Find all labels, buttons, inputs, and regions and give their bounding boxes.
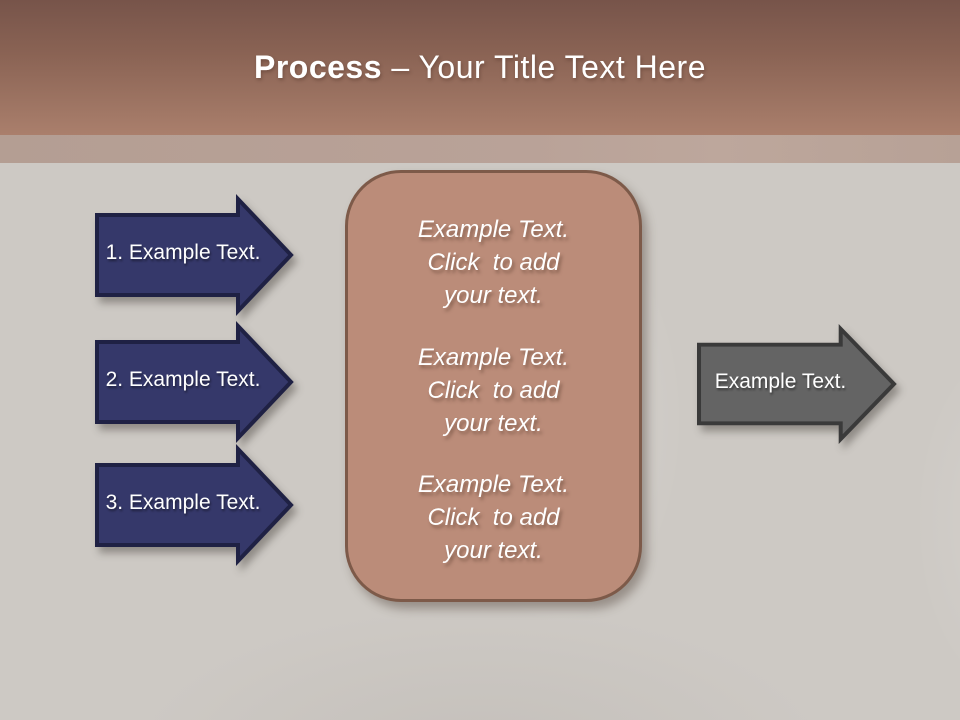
accent-band xyxy=(0,135,960,163)
right-arrow-shape xyxy=(95,443,294,567)
panel-text-block-2[interactable]: Example Text. Click to add your text. xyxy=(417,343,570,437)
slide-title[interactable]: Process – Your Title Text Here xyxy=(254,49,706,86)
output-arrow[interactable]: Example Text. xyxy=(697,323,898,445)
right-arrow-shape xyxy=(697,323,897,445)
step-arrow-2-label: 2. Example Text. xyxy=(105,368,261,391)
step-arrow-1[interactable]: 1. Example Text. xyxy=(95,193,295,317)
right-arrow-shape xyxy=(95,320,294,444)
panel-text-block-3[interactable]: Example Text. Click to add your text. xyxy=(417,470,570,564)
step-arrow-3[interactable]: 3. Example Text. xyxy=(95,443,295,567)
panel-text-block-1[interactable]: Example Text. Click to add your text. xyxy=(417,216,570,310)
right-arrow-shape xyxy=(95,193,294,317)
text-panel[interactable]: Example Text. Click to add your text. Ex… xyxy=(345,170,642,602)
step-arrow-3-label: 3. Example Text. xyxy=(105,491,261,514)
step-arrow-1-label: 1. Example Text. xyxy=(105,241,261,264)
title-bar: Process – Your Title Text Here xyxy=(0,0,960,135)
step-arrow-2[interactable]: 2. Example Text. xyxy=(95,320,295,444)
slide-title-keyword: Process xyxy=(253,49,383,85)
content-area: 1. Example Text. 2. Example Text. 3. Exa… xyxy=(0,163,960,720)
output-arrow-label: Example Text. xyxy=(714,370,847,393)
slide-title-subtitle: – Your Title Text Here xyxy=(382,49,706,85)
